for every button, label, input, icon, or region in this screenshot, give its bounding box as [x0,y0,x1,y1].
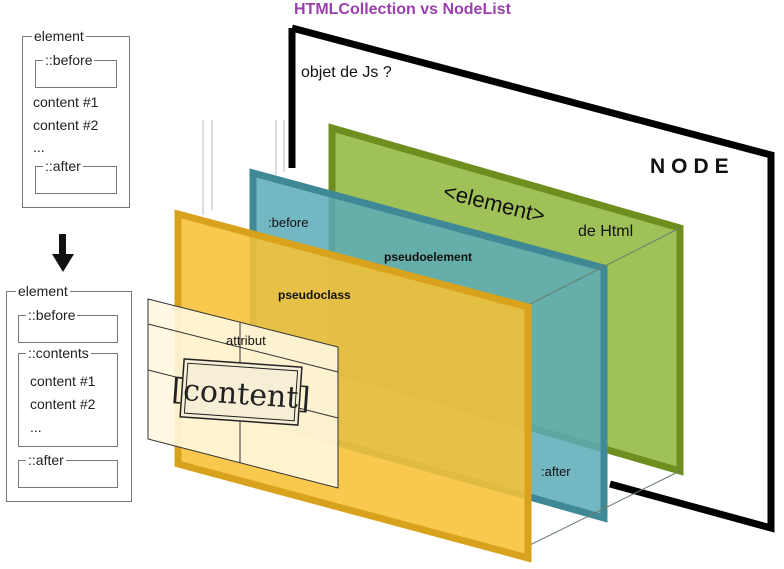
question-label: objet de Js ? [301,64,392,81]
node-plane [288,24,775,533]
element-suffix: de Html [578,223,633,240]
tree-top: element ::before content #1 content #2 .… [22,29,130,208]
tree-bottom-item-2: content #2 [30,396,96,412]
tree-top-item-3: ... [33,139,45,155]
tree-bottom-item-1: content #1 [30,373,96,389]
after-label: :after [541,464,571,479]
tree-top-before-label: ::before [43,52,95,68]
pseudoclass-label: pseudoclass [278,288,351,302]
attribut-label: attribut [226,333,266,348]
tree-bottom-after-label: ::after [26,452,66,468]
before-label: :before [268,215,308,230]
tree-bottom-contents-box [18,353,118,447]
tree-bottom: element ::before ::contents content #1 c… [6,284,132,502]
tree-top-item-2: content #2 [33,117,99,133]
tree-top-after-label: ::after [43,158,83,174]
tree-top-item-1: content #1 [33,94,99,110]
perspective-line [529,227,681,305]
tree-bottom-element-label: element [16,283,70,299]
perspective-line [529,470,681,546]
tree-bottom-before-label: ::before [26,307,78,323]
node-label: NODE [650,155,735,178]
down-arrow-icon [52,234,74,272]
pseudoelement-label: pseudoelement [384,250,472,264]
tree-bottom-contents-label: ::contents [26,345,91,361]
tree-bottom-item-3: ... [30,419,42,435]
content-box: [content] [170,358,311,426]
panel-grid-line [147,323,339,373]
page-title: HTMLCollection vs NodeList [294,1,512,18]
tree-top-element-label: element [32,28,86,44]
